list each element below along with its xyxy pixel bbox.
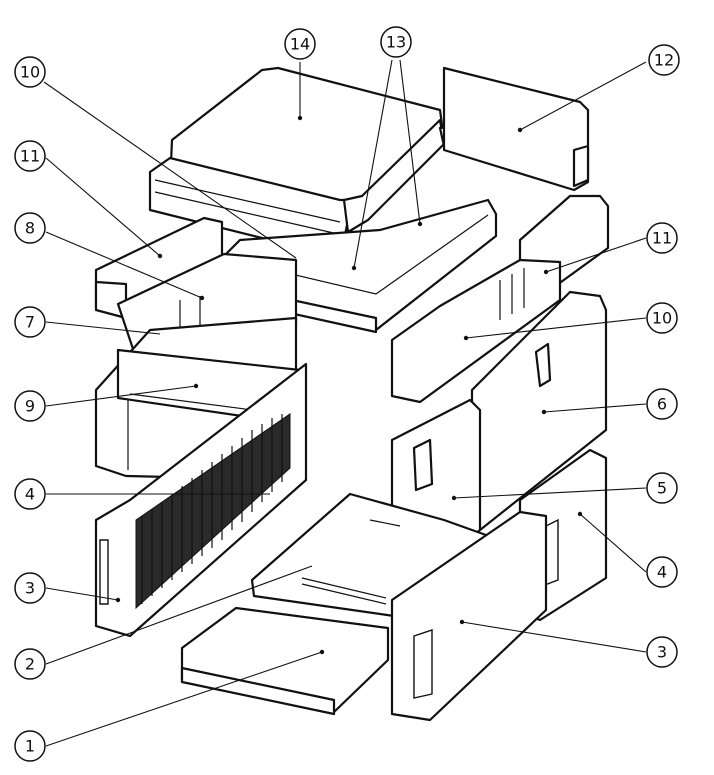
callout-12: 12 — [648, 44, 680, 76]
callout-9-label: 9 — [25, 397, 35, 416]
leader-dots — [115, 115, 583, 655]
callout-4-left: 4 — [14, 478, 46, 510]
part-3-right-front-panel — [390, 510, 548, 722]
callout-10-right-label: 10 — [652, 309, 672, 328]
callout-10-left-label: 10 — [20, 63, 40, 82]
callout-2-label: 2 — [25, 655, 35, 674]
callout-12-label: 12 — [654, 51, 674, 70]
part-10-right-rail — [390, 258, 562, 404]
callout-9: 9 — [14, 390, 46, 422]
callout-3-left: 3 — [14, 572, 46, 604]
callout-5: 5 — [646, 472, 678, 504]
callout-10-left: 10 — [14, 56, 46, 88]
callout-3-right-label: 3 — [657, 643, 667, 662]
callout-8: 8 — [14, 212, 46, 244]
callout-7-label: 7 — [25, 313, 35, 332]
callout-6: 6 — [646, 388, 678, 420]
callout-1: 1 — [14, 730, 46, 762]
callout-10-right: 10 — [646, 302, 678, 334]
callout-13-label: 13 — [386, 33, 406, 52]
part-12-back-panel — [442, 66, 590, 192]
callout-14-label: 14 — [290, 35, 310, 54]
callout-7: 7 — [14, 306, 46, 338]
callout-11-left: 11 — [14, 140, 46, 172]
part-1-base-plate — [180, 606, 390, 716]
part-4-left-finned-panel — [94, 362, 308, 638]
callout-4-right: 4 — [646, 556, 678, 588]
callout-14: 14 — [284, 28, 316, 60]
callout-4-left-label: 4 — [25, 485, 35, 504]
callout-3-left-label: 3 — [25, 579, 35, 598]
callout-1-label: 1 — [25, 737, 35, 756]
callout-3-right: 3 — [646, 636, 678, 668]
callout-2: 2 — [14, 648, 46, 680]
callout-13: 13 — [380, 26, 412, 58]
callout-11-right-label: 11 — [652, 229, 672, 248]
callout-4-right-label: 4 — [657, 563, 667, 582]
callout-11-right: 11 — [646, 222, 678, 254]
callout-11-left-label: 11 — [20, 147, 40, 166]
callout-8-label: 8 — [25, 219, 35, 238]
leader-lines — [43, 59, 647, 747]
callout-6-label: 6 — [657, 395, 667, 414]
callout-5-label: 5 — [657, 479, 667, 498]
